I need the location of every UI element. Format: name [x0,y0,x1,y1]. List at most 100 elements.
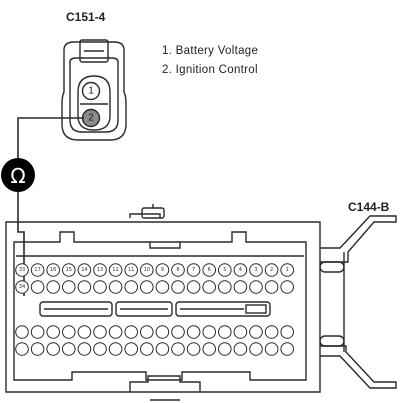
connector-pin [249,263,263,277]
connector-pin-number: 13 [97,267,103,273]
connector-pin [264,342,279,356]
connector-pin-number: 15 [66,267,72,273]
connector-pin [264,263,279,277]
connector-pin [202,280,216,294]
connector-pin [77,325,92,339]
connector-pin [264,325,279,339]
connector-pin [46,280,61,294]
connector-pin [186,280,201,294]
pin-1-number: 1 [88,86,94,97]
connector-pin [124,342,138,356]
connector-pin [280,325,295,339]
connector-pin [280,263,295,277]
connector-pin [124,280,138,294]
connector-pin [186,263,201,277]
connector-pin [46,325,61,339]
connector-pin [249,280,263,294]
connector-pin [202,263,216,277]
connector-pin [77,342,92,356]
connector-c151-4 [61,39,127,141]
connector-c151-4-label: C151-4 [66,10,106,24]
connector-pin [155,342,170,356]
pin-grid: 33 17 16 15 14 13 12 11 10 9 8 7 6 5 4 3 2 1 34 [15,263,295,356]
connector-c144-b [5,204,397,401]
connector-pin [15,342,29,356]
connector-pin-number: 17 [34,267,40,273]
connector-pin [62,263,76,277]
connector-pin [30,263,45,277]
connector-pin [30,342,45,356]
connector-pin-number: 12 [112,267,118,273]
connector-pin [77,280,92,294]
connector-pin [108,263,123,277]
connector-pin [108,342,123,356]
connector-pin [62,325,76,339]
connector-pin-number: 7 [192,267,195,273]
connector-pin-number: 10 [144,267,150,273]
connector-pin [15,325,29,339]
connector-pin-number: 1 [286,267,289,273]
connector-pin [186,342,201,356]
connector-pin-number: 3 [254,267,257,273]
connector-pin-number: 14 [81,267,87,273]
connector-pin [46,263,61,277]
connector-pin-number: 11 [128,267,134,273]
legend-item-1: 1. Battery Voltage [162,45,259,57]
connector-pin [140,342,154,356]
connector-pin [108,325,123,339]
connector-pin [124,325,138,339]
connector-pin-number: 5 [223,267,226,273]
connector-pin [280,280,295,294]
connector-pin [171,342,185,356]
pin-2-number: 2 [88,113,94,124]
connector-pin-number: 8 [176,267,179,273]
connector-pin [171,263,185,277]
connector-pin-number: 33 [19,267,25,273]
connector-pin [218,280,232,294]
connector-pin [62,342,76,356]
connector-pin [233,325,248,339]
connector-pin [140,263,154,277]
connector-pin [77,263,92,277]
connector-pin [202,342,216,356]
connector-pin [171,325,185,339]
connector-pin [15,280,29,294]
connector-pin-number: 4 [239,267,242,273]
connector-pin-number: 9 [161,267,164,273]
connector-pin [155,280,170,294]
ohmmeter-symbol [1,158,35,192]
connector-pin [30,325,45,339]
connector-pin [264,280,279,294]
connector-pin [218,325,232,339]
connector-pin [93,325,107,339]
connector-pin [15,263,29,277]
connector-pin [93,280,107,294]
connector-pin [140,280,154,294]
connector-pin [140,325,154,339]
connector-pin-number: 16 [50,267,56,273]
connector-pin [93,342,107,356]
connector-pin-number: 34 [19,284,25,290]
connector-pin [233,280,248,294]
ohm-symbol-text: Ω [10,164,25,188]
connector-pin [186,325,201,339]
connector-pin [124,263,138,277]
connector-pin-number: 6 [208,267,211,273]
connector-pin-number: 2 [270,267,273,273]
connector-pin [202,325,216,339]
legend-item-2: 2. Ignition Control [162,64,258,76]
connector-pin [46,342,61,356]
connector-pin [218,263,232,277]
connector-pin [30,280,45,294]
connector-pin [249,325,263,339]
connector-pin [249,342,263,356]
connector-pin [218,342,232,356]
connector-pin [171,280,185,294]
connector-pin [108,280,123,294]
connector-pin [280,342,295,356]
connector-pin [233,342,248,356]
connector-pin [62,280,76,294]
connector-pin [233,263,248,277]
connector-pin [93,263,107,277]
